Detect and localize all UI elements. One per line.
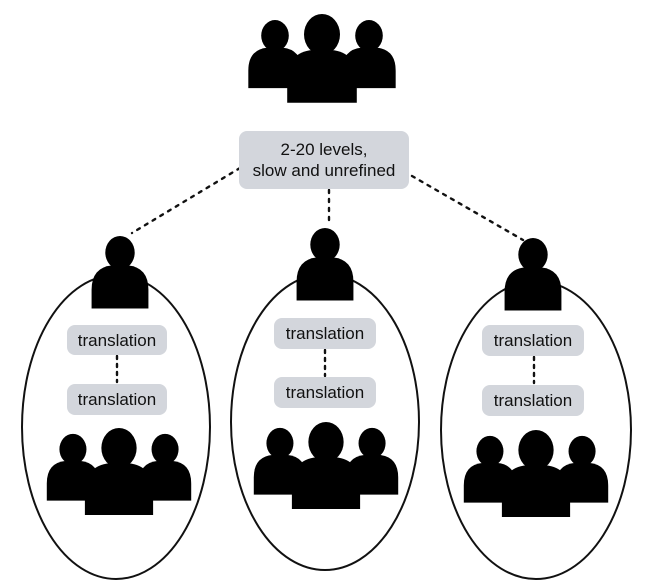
connector-lines (130, 166, 525, 242)
translation-box-left-lower: translation (67, 384, 167, 415)
top-label-line-2: slow and unrefined (252, 161, 396, 180)
group-icon-right (464, 430, 608, 517)
top-label-line-1: 2-20 levels, (280, 140, 368, 159)
branch-oval-left (21, 274, 211, 580)
group-icon-center (254, 422, 398, 509)
top-label-box: 2-20 levels, slow and unrefined (239, 131, 409, 189)
silhouettes (47, 14, 608, 517)
translation-box-center-upper: translation (274, 318, 376, 349)
connector-right (410, 174, 525, 242)
translation-box-left-upper: translation (67, 325, 167, 355)
leader-person-icon-left (91, 236, 149, 309)
translation-label: translation (493, 331, 573, 350)
translation-label: translation (285, 324, 365, 343)
translation-box-center-lower: translation (274, 377, 376, 408)
top-group-icon (248, 14, 395, 103)
translation-label: translation (77, 390, 157, 409)
leader-person-icon-right (504, 238, 562, 311)
translation-box-right-upper: translation (482, 325, 584, 356)
translation-label: translation (493, 391, 573, 410)
connector-left (130, 166, 242, 235)
leader-person-icon-center (296, 228, 354, 301)
group-icon-left (47, 428, 191, 515)
translation-box-right-lower: translation (482, 385, 584, 416)
translation-label: translation (77, 330, 157, 350)
translation-label: translation (285, 383, 365, 402)
